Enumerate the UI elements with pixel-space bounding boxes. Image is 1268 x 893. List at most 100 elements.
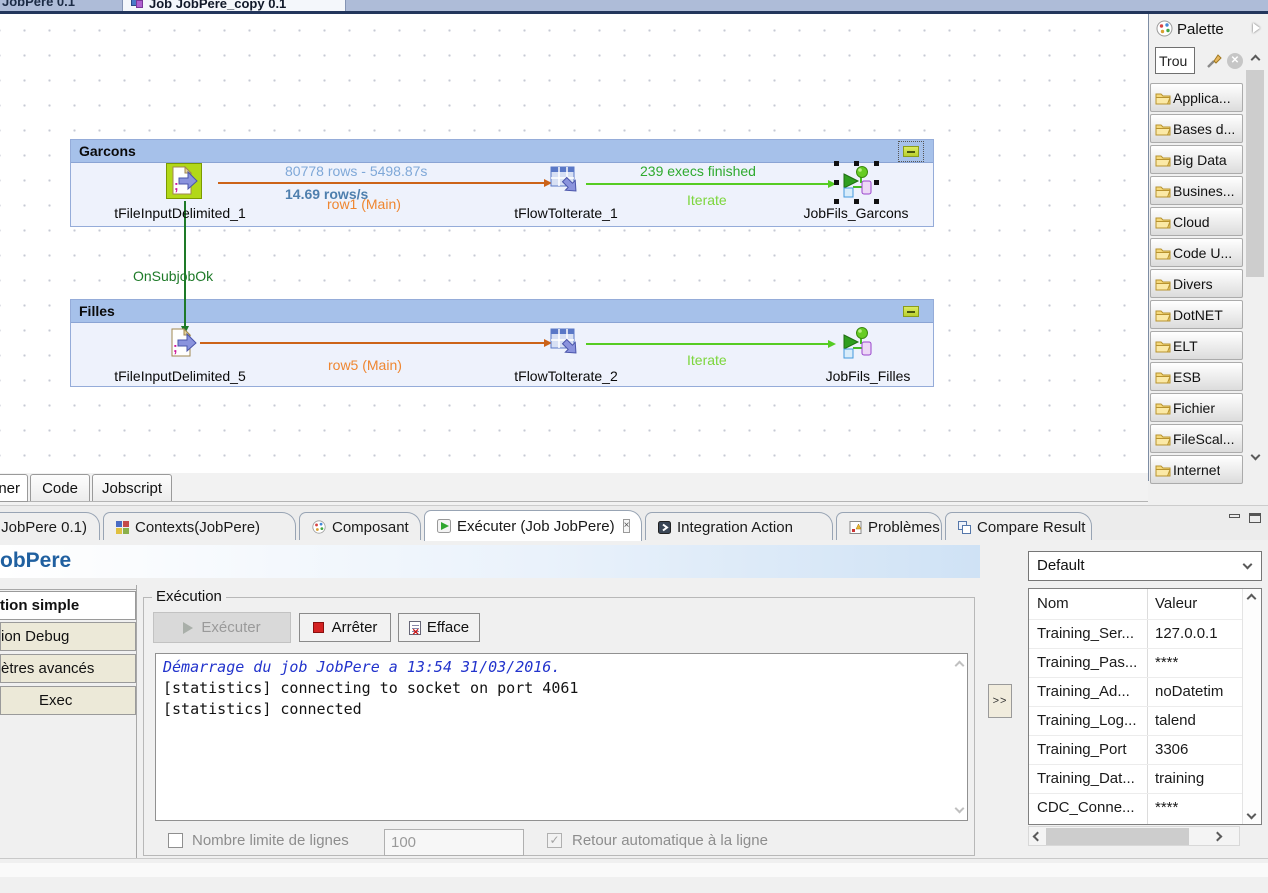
- component-tflowtoiterate-1[interactable]: [550, 166, 582, 198]
- palette-category-label: Big Data: [1173, 152, 1227, 168]
- selection-handle[interactable]: [834, 161, 839, 166]
- close-tab-icon[interactable]: ×: [622, 519, 631, 533]
- context-table-row[interactable]: CDC_Conne... ****: [1029, 793, 1243, 822]
- line-limit-input[interactable]: [384, 829, 524, 856]
- component-tfileinputdelimited-1[interactable]: ;: [166, 163, 202, 199]
- design-canvas[interactable]: Garcons Filles OnSubjobOk 80778 rows - 5…: [0, 14, 1148, 473]
- folder-icon: [1155, 155, 1171, 167]
- sidebar-label: Exec: [39, 692, 73, 709]
- palette-category[interactable]: Busines...: [1150, 176, 1243, 205]
- selection-handle[interactable]: [854, 199, 859, 204]
- component-jobfils-filles[interactable]: [839, 326, 872, 359]
- job-icon: [136, 0, 143, 8]
- selection-handle[interactable]: [874, 199, 879, 204]
- execution-group: Exécution: [143, 588, 975, 856]
- editor-tab-active[interactable]: Job JobPere_copy 0.1: [122, 0, 346, 11]
- selection-handle[interactable]: [834, 199, 839, 204]
- component-tflowtoiterate-2[interactable]: [550, 328, 582, 360]
- context-name: Training_Dat...: [1037, 770, 1135, 787]
- palette-scrollbar-thumb[interactable]: [1246, 70, 1264, 277]
- context-table[interactable]: Nom Valeur Training_Ser... 127.0.0.1 Tra…: [1028, 588, 1262, 825]
- subjob-filles-header[interactable]: Filles: [71, 300, 933, 323]
- scroll-up-icon[interactable]: [1246, 593, 1257, 604]
- tab-designer[interactable]: ner: [0, 474, 28, 502]
- hscroll-thumb[interactable]: [1046, 828, 1189, 845]
- row1-connection[interactable]: [218, 182, 544, 184]
- context-table-row[interactable]: Training_Port 3306: [1029, 735, 1243, 764]
- selection-handle[interactable]: [874, 161, 879, 166]
- component-jobfils-garcons[interactable]: [839, 165, 872, 198]
- tab-jobscript[interactable]: Jobscript: [92, 474, 172, 502]
- tab-compare-result[interactable]: Compare Result: [945, 512, 1092, 541]
- context-table-row[interactable]: Training_Log... talend: [1029, 706, 1243, 735]
- sidebar-item-exec[interactable]: Exec: [0, 686, 136, 715]
- sidebar-item-execution-simple[interactable]: tion simple: [0, 591, 136, 620]
- line-limit-checkbox[interactable]: [168, 833, 183, 848]
- trunjob-icon: [843, 327, 872, 359]
- scroll-left-icon[interactable]: [1032, 831, 1043, 842]
- context-vertical-scrollbar[interactable]: [1242, 589, 1261, 824]
- iterate1-connection[interactable]: [586, 183, 828, 185]
- palette-category[interactable]: Cloud: [1150, 207, 1243, 236]
- maximize-view-icon[interactable]: [1249, 513, 1262, 524]
- tab-contexts[interactable]: Contexts(JobPere): [103, 512, 296, 541]
- palette-category[interactable]: Applica...: [1150, 83, 1243, 112]
- palette-category[interactable]: Big Data: [1150, 145, 1243, 174]
- clear-search-icon[interactable]: ✕: [1227, 53, 1243, 69]
- onsubjobok-connection[interactable]: [184, 201, 186, 328]
- palette-category[interactable]: Code U...: [1150, 238, 1243, 267]
- editor-tab-background[interactable]: JobPere 0.1: [2, 0, 75, 9]
- context-table-row[interactable]: Training_Ad... noDatetim: [1029, 677, 1243, 706]
- palette-category[interactable]: FileScal...: [1150, 424, 1243, 453]
- palette-search-input[interactable]: [1155, 47, 1195, 74]
- scroll-right-icon[interactable]: [1212, 831, 1223, 842]
- palette-category[interactable]: ESB: [1150, 362, 1243, 391]
- console-scroll-up-icon[interactable]: [954, 660, 965, 671]
- selection-handle[interactable]: [834, 180, 839, 185]
- context-name: Training_Ad...: [1037, 683, 1130, 700]
- row5-connection[interactable]: [200, 342, 544, 344]
- subjob-garcons-header[interactable]: Garcons: [71, 140, 933, 163]
- tab-code[interactable]: Code: [30, 474, 90, 502]
- wrap-checkbox[interactable]: ✓: [547, 833, 562, 848]
- row5-arrowhead: [544, 339, 552, 347]
- execution-console[interactable]: Démarrage du job JobPere a 13:54 31/03/2…: [155, 653, 968, 821]
- tab-integration-action[interactable]: Integration Action: [645, 512, 833, 541]
- scroll-down-icon[interactable]: [1246, 809, 1257, 820]
- palette-category[interactable]: Bases d...: [1150, 114, 1243, 143]
- palette-category[interactable]: Fichier: [1150, 393, 1243, 422]
- context-table-row[interactable]: Training_Dat... training: [1029, 764, 1243, 793]
- context-horizontal-scrollbar[interactable]: [1028, 826, 1240, 846]
- brush-icon[interactable]: [1205, 52, 1223, 70]
- collapse-button[interactable]: [903, 306, 919, 317]
- palette-category[interactable]: Divers: [1150, 269, 1243, 298]
- run-job-title: obPere: [0, 549, 72, 572]
- tab-composant[interactable]: Composant: [299, 512, 421, 541]
- tab-job[interactable]: JobPere 0.1): [0, 512, 100, 541]
- minimize-view-icon[interactable]: [1229, 513, 1242, 524]
- collapse-button[interactable]: [898, 141, 924, 162]
- folder-icon: [1155, 93, 1171, 105]
- clear-button[interactable]: ✕ Efface: [398, 613, 480, 642]
- context-combo[interactable]: Default: [1028, 551, 1262, 581]
- context-table-row[interactable]: Training_Ser... 127.0.0.1: [1029, 619, 1243, 648]
- palette-scroll-up-icon[interactable]: [1250, 54, 1261, 65]
- selection-handle[interactable]: [854, 161, 859, 166]
- tab-executer[interactable]: Exécuter (Job JobPere) ×: [424, 510, 642, 541]
- console-scroll-down-icon[interactable]: [954, 803, 965, 814]
- palette-category[interactable]: Internet: [1150, 455, 1243, 484]
- sidebar-item-execution-debug[interactable]: ion Debug: [0, 622, 136, 651]
- tab-problemes[interactable]: Problèmes: [836, 512, 942, 541]
- palette-category[interactable]: ELT: [1150, 331, 1243, 360]
- iterate2-connection[interactable]: [586, 343, 828, 345]
- palette-scroll-down-icon[interactable]: [1250, 450, 1261, 461]
- selection-handle[interactable]: [874, 180, 879, 185]
- stop-button[interactable]: Arrêter: [299, 613, 391, 642]
- context-table-row[interactable]: Training_Pas... ****: [1029, 648, 1243, 677]
- expand-panel-button[interactable]: >>: [988, 684, 1012, 718]
- palette-category[interactable]: DotNET: [1150, 300, 1243, 329]
- palette-expand-arrow-icon[interactable]: [1253, 23, 1260, 33]
- sidebar-item-parametres-avances[interactable]: ètres avancés: [0, 654, 136, 683]
- component-tfileinputdelimited-5[interactable]: ;: [168, 327, 198, 358]
- run-button[interactable]: Exécuter: [153, 612, 291, 643]
